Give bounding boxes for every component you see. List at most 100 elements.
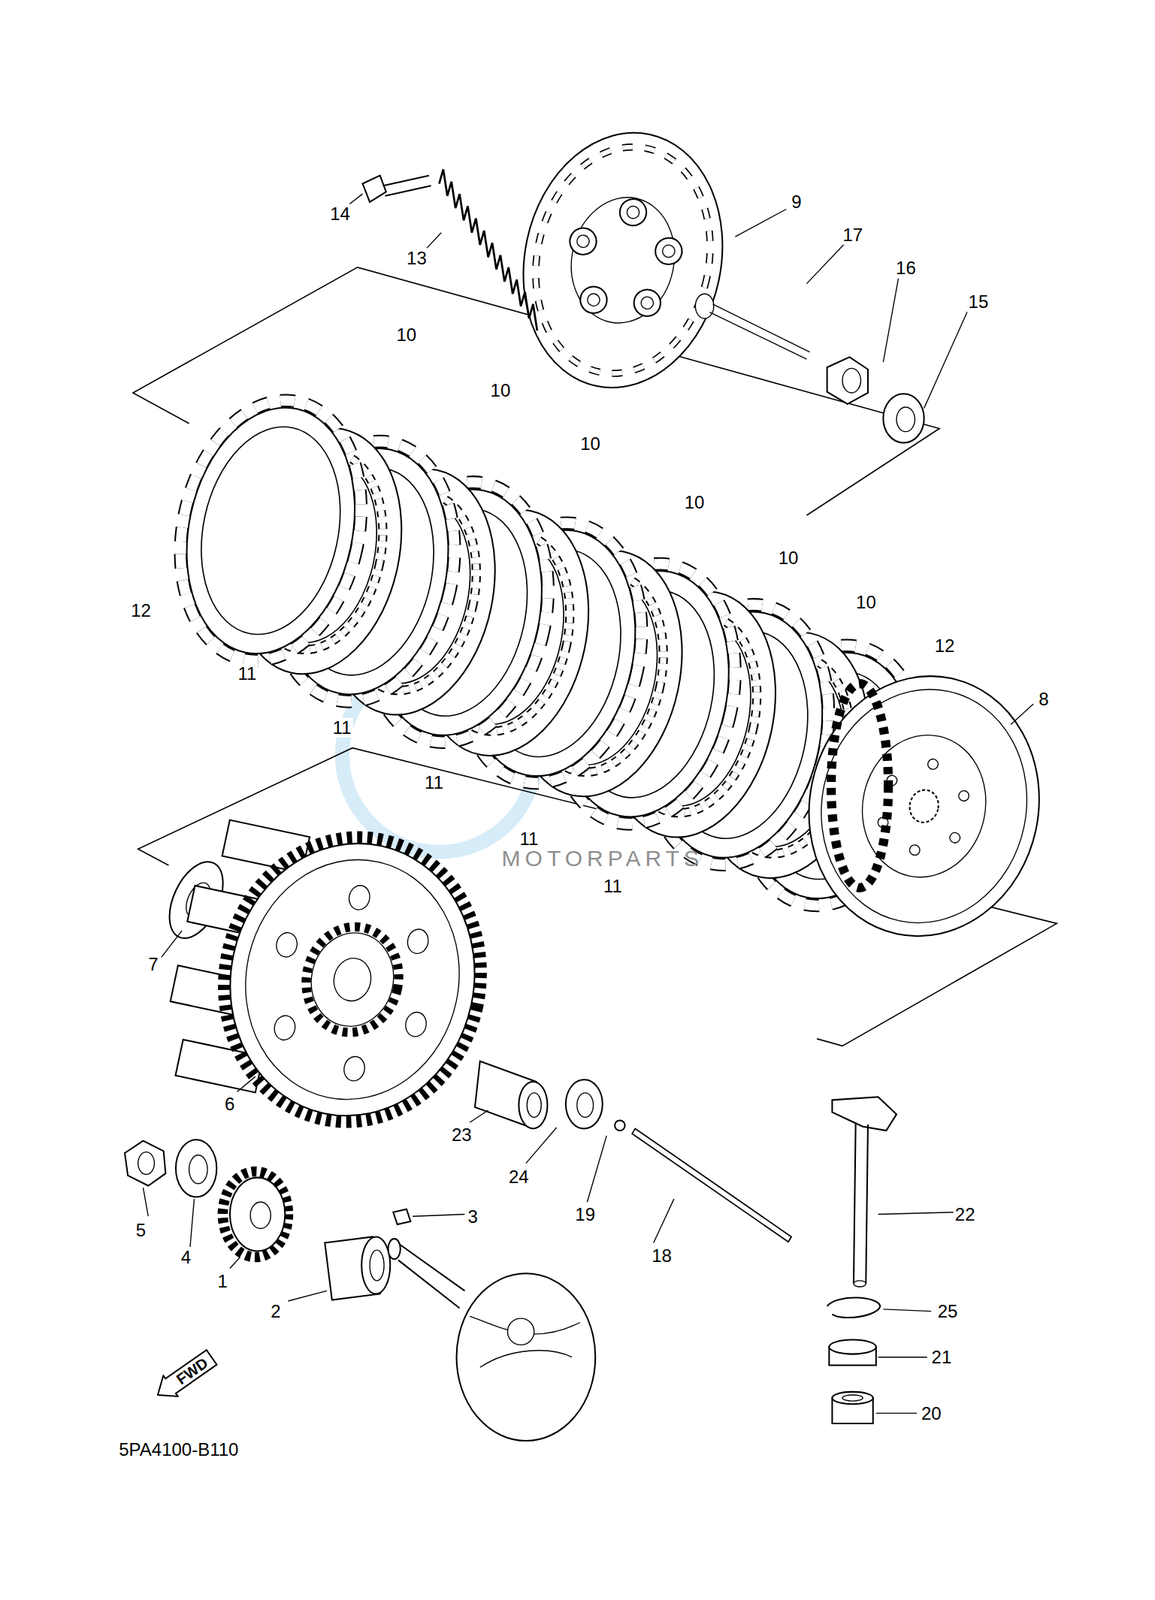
callout-number: 15	[967, 292, 991, 312]
nut	[827, 356, 868, 404]
leader-line	[236, 1076, 255, 1092]
part-outline	[272, 1014, 297, 1044]
callout-number: 25	[936, 1302, 960, 1322]
leader-line	[412, 1215, 465, 1218]
part-outline	[640, 296, 655, 311]
bearing	[831, 1392, 873, 1405]
part-outline	[157, 383, 384, 678]
leader-line	[586, 1136, 607, 1203]
callout-number: 3	[466, 1207, 480, 1228]
part-outline	[329, 955, 375, 1005]
callout-number: 1	[216, 1271, 230, 1292]
callout-number: 21	[930, 1348, 954, 1368]
part-outline	[586, 293, 601, 308]
leader-line	[229, 1257, 241, 1270]
callout-number: 23	[450, 1125, 474, 1146]
part-outline	[958, 789, 971, 802]
leader-line	[882, 1309, 932, 1313]
spacer-collar	[369, 1250, 384, 1282]
direction-arrow: FWD	[149, 1346, 221, 1408]
callout-number: 4	[179, 1248, 193, 1268]
diagram-code: 5PA4100-B110	[117, 1440, 240, 1461]
push-lever-shaft	[853, 1281, 866, 1288]
part-outline	[183, 414, 360, 648]
boss-splines	[831, 683, 889, 889]
callout-number: 20	[919, 1404, 944, 1425]
part-outline	[908, 844, 921, 857]
pressure-plate	[500, 114, 746, 407]
bearing	[842, 1395, 863, 1402]
part-outline	[403, 1010, 429, 1040]
crankshaft	[388, 1239, 401, 1260]
crank-web	[456, 1273, 596, 1442]
callout-number: 13	[405, 248, 429, 269]
leader-line	[1010, 704, 1034, 725]
callout-number: 16	[894, 258, 918, 279]
callout-number: 2	[269, 1302, 282, 1322]
callout-number: 6	[223, 1094, 236, 1115]
spacer-collar	[526, 1093, 542, 1119]
arrow-label: FWD	[149, 1346, 221, 1408]
part-outline	[341, 1055, 367, 1084]
part-outline	[165, 392, 378, 670]
callout-number: 10	[395, 325, 419, 345]
callout-number: 8	[1037, 689, 1050, 710]
washer	[882, 393, 924, 443]
callout-number: 11	[423, 773, 445, 793]
callout-number: 10	[854, 592, 878, 613]
spacer-collar	[518, 1082, 548, 1129]
part-outline	[500, 114, 746, 407]
leader-line	[924, 310, 968, 409]
callout-number: 17	[840, 224, 865, 245]
callout-number: 9	[789, 192, 803, 212]
callout-number: 14	[328, 204, 352, 224]
part-outline	[405, 927, 430, 956]
callout-number: 19	[573, 1205, 597, 1225]
push-lever	[831, 1097, 897, 1131]
callout-number: 24	[507, 1167, 531, 1188]
part-outline	[949, 831, 962, 844]
part-outline	[197, 813, 507, 1147]
part-outline	[653, 235, 685, 267]
callout-number: 10	[578, 434, 602, 454]
part-outline	[577, 284, 610, 316]
callout-number: 18	[650, 1245, 674, 1266]
push-rod	[709, 304, 810, 360]
nut	[842, 368, 861, 394]
callout-number: 10	[683, 492, 707, 512]
crankshaft	[393, 1239, 465, 1309]
callout-number: 11	[235, 664, 258, 684]
part-outline	[347, 883, 372, 913]
part-outline	[799, 670, 1049, 943]
clutch-boss	[785, 654, 1064, 958]
leader-line	[653, 1199, 675, 1243]
part-outline	[617, 196, 650, 229]
part-outline	[849, 723, 999, 889]
friction-plate	[157, 383, 384, 678]
bolt	[383, 175, 432, 197]
part-outline	[567, 225, 599, 258]
leader-line	[287, 1291, 327, 1302]
part-outline	[515, 130, 731, 391]
leader-line	[426, 232, 442, 248]
part-outline	[157, 383, 384, 678]
part-outline	[296, 918, 409, 1042]
push-rod	[631, 1128, 792, 1243]
crank-web	[507, 1318, 534, 1346]
leader-line	[878, 1212, 956, 1216]
push-rod	[695, 293, 714, 319]
washer	[896, 407, 915, 433]
leader-line	[349, 193, 363, 205]
washer	[577, 1093, 594, 1119]
leader-line	[734, 208, 787, 237]
part-outline	[575, 234, 590, 249]
part-outline	[926, 758, 939, 771]
leader-line	[142, 1188, 149, 1217]
callout-number: 12	[933, 636, 957, 657]
part-outline	[625, 205, 641, 220]
callout-number: 10	[489, 380, 513, 401]
leader-line	[526, 1127, 557, 1165]
leader-line	[882, 277, 898, 363]
part-outline	[274, 931, 300, 960]
